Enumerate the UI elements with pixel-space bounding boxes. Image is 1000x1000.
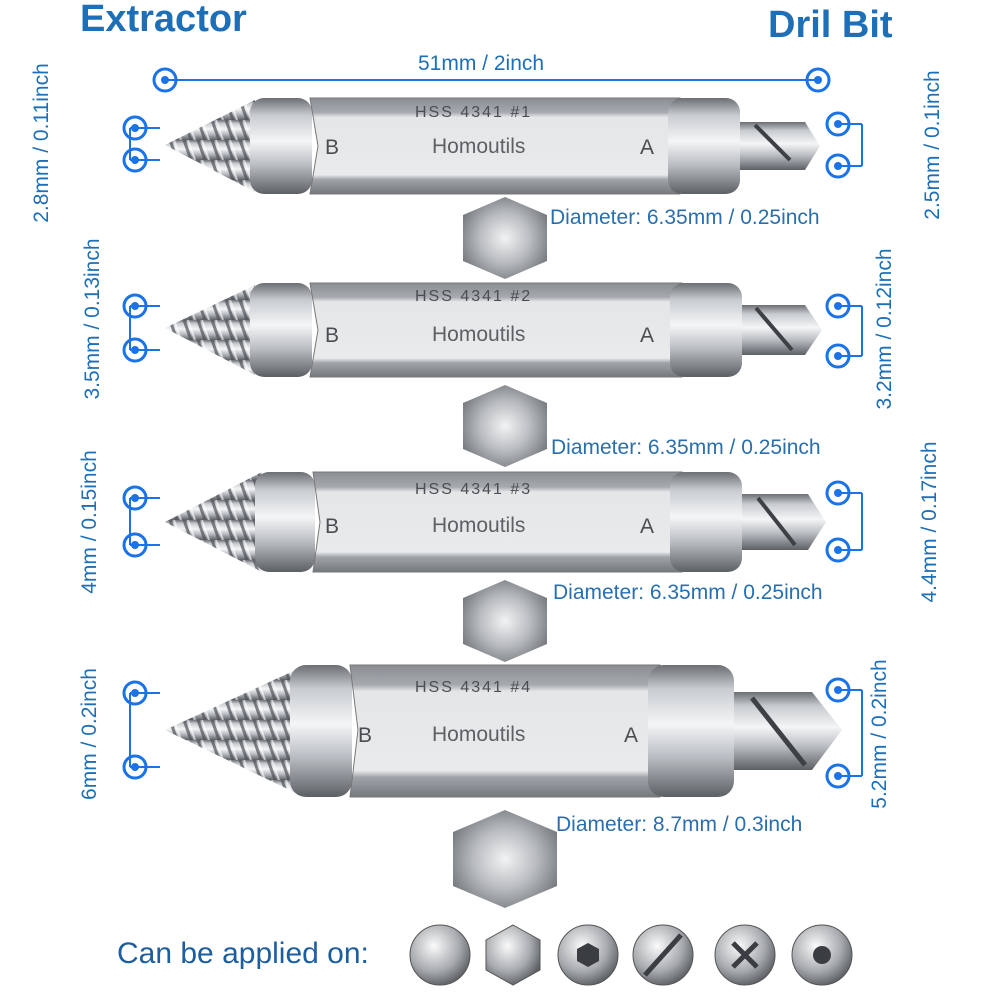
bit-2-end-b: B bbox=[325, 324, 339, 347]
bit-2-drill-size: 3.2mm / 0.12inch bbox=[873, 248, 896, 410]
hex-head-icon bbox=[485, 924, 541, 986]
bit-4-brand: Homoutils bbox=[432, 723, 525, 746]
bit-2-end-a: A bbox=[640, 324, 654, 347]
applied-on-label: Can be applied on: bbox=[117, 937, 369, 970]
round-head-icon bbox=[409, 924, 471, 986]
hex-cross-section-icon bbox=[453, 810, 557, 908]
torx-head-icon bbox=[791, 924, 853, 986]
phillips-head-icon bbox=[714, 924, 776, 986]
bit-3 bbox=[165, 471, 826, 573]
bit-2-brand: Homoutils bbox=[432, 323, 525, 346]
slotted-head-icon bbox=[632, 924, 694, 986]
length-dimension-line bbox=[152, 67, 831, 93]
bit-3-extractor-size: 4mm / 0.15inch bbox=[78, 450, 101, 594]
drill-size-markers bbox=[825, 111, 863, 789]
bit-2 bbox=[165, 282, 822, 378]
bit-1-marking: HSS 4341 #1 bbox=[415, 104, 532, 121]
bit-2-extractor-size: 3.5mm / 0.13inch bbox=[81, 238, 104, 400]
hex-cross-section-icon bbox=[463, 580, 547, 662]
hex-socket-icon bbox=[557, 924, 619, 986]
drill-bit-title: Dril Bit bbox=[768, 4, 893, 46]
bit-4-diameter: Diameter: 8.7mm / 0.3inch bbox=[556, 813, 803, 836]
bit-3-drill-size: 4.4mm / 0.17inch bbox=[918, 441, 941, 603]
marker-icon bbox=[805, 67, 831, 93]
bit-3-end-a: A bbox=[640, 515, 654, 538]
bit-4-extractor-size: 6mm / 0.2inch bbox=[78, 668, 101, 800]
bit-3-brand: Homoutils bbox=[432, 514, 525, 537]
extractor-size-markers bbox=[122, 115, 160, 780]
bit-1-end-a: A bbox=[640, 136, 654, 159]
bit-3-end-b: B bbox=[325, 515, 339, 538]
hex-cross-section-icon bbox=[463, 197, 547, 279]
extractor-marker-dots bbox=[131, 124, 139, 771]
marker-icon bbox=[152, 67, 178, 93]
bit-3-diameter: Diameter: 6.35mm / 0.25inch bbox=[553, 581, 823, 604]
bit-1-diameter: Diameter: 6.35mm / 0.25inch bbox=[550, 206, 820, 229]
overall-length-label: 51mm / 2inch bbox=[418, 52, 545, 75]
bit-2-diameter: Diameter: 6.35mm / 0.25inch bbox=[551, 436, 821, 459]
bit-1-drill-size: 2.5mm / 0.1inch bbox=[921, 70, 944, 220]
bit-1-brand: Homoutils bbox=[432, 135, 525, 158]
hex-cross-section-icon bbox=[463, 385, 547, 467]
extractor-title: Extractor bbox=[80, 0, 247, 40]
bit-4-end-b: B bbox=[358, 724, 372, 747]
bit-2-marking: HSS 4341 #2 bbox=[415, 288, 532, 305]
bit-4 bbox=[165, 664, 842, 798]
drill-marker-dots bbox=[834, 120, 842, 780]
bit-1-end-b: B bbox=[325, 136, 339, 159]
bit-4-drill-size: 5.2mm / 0.2inch bbox=[868, 659, 891, 809]
bit-4-end-a: A bbox=[624, 724, 638, 747]
bit-1 bbox=[165, 97, 820, 195]
bit-4-marking: HSS 4341 #4 bbox=[415, 679, 532, 696]
bit-1-extractor-size: 2.8mm / 0.11inch bbox=[30, 63, 53, 223]
bit-3-marking: HSS 4341 #3 bbox=[415, 481, 532, 498]
